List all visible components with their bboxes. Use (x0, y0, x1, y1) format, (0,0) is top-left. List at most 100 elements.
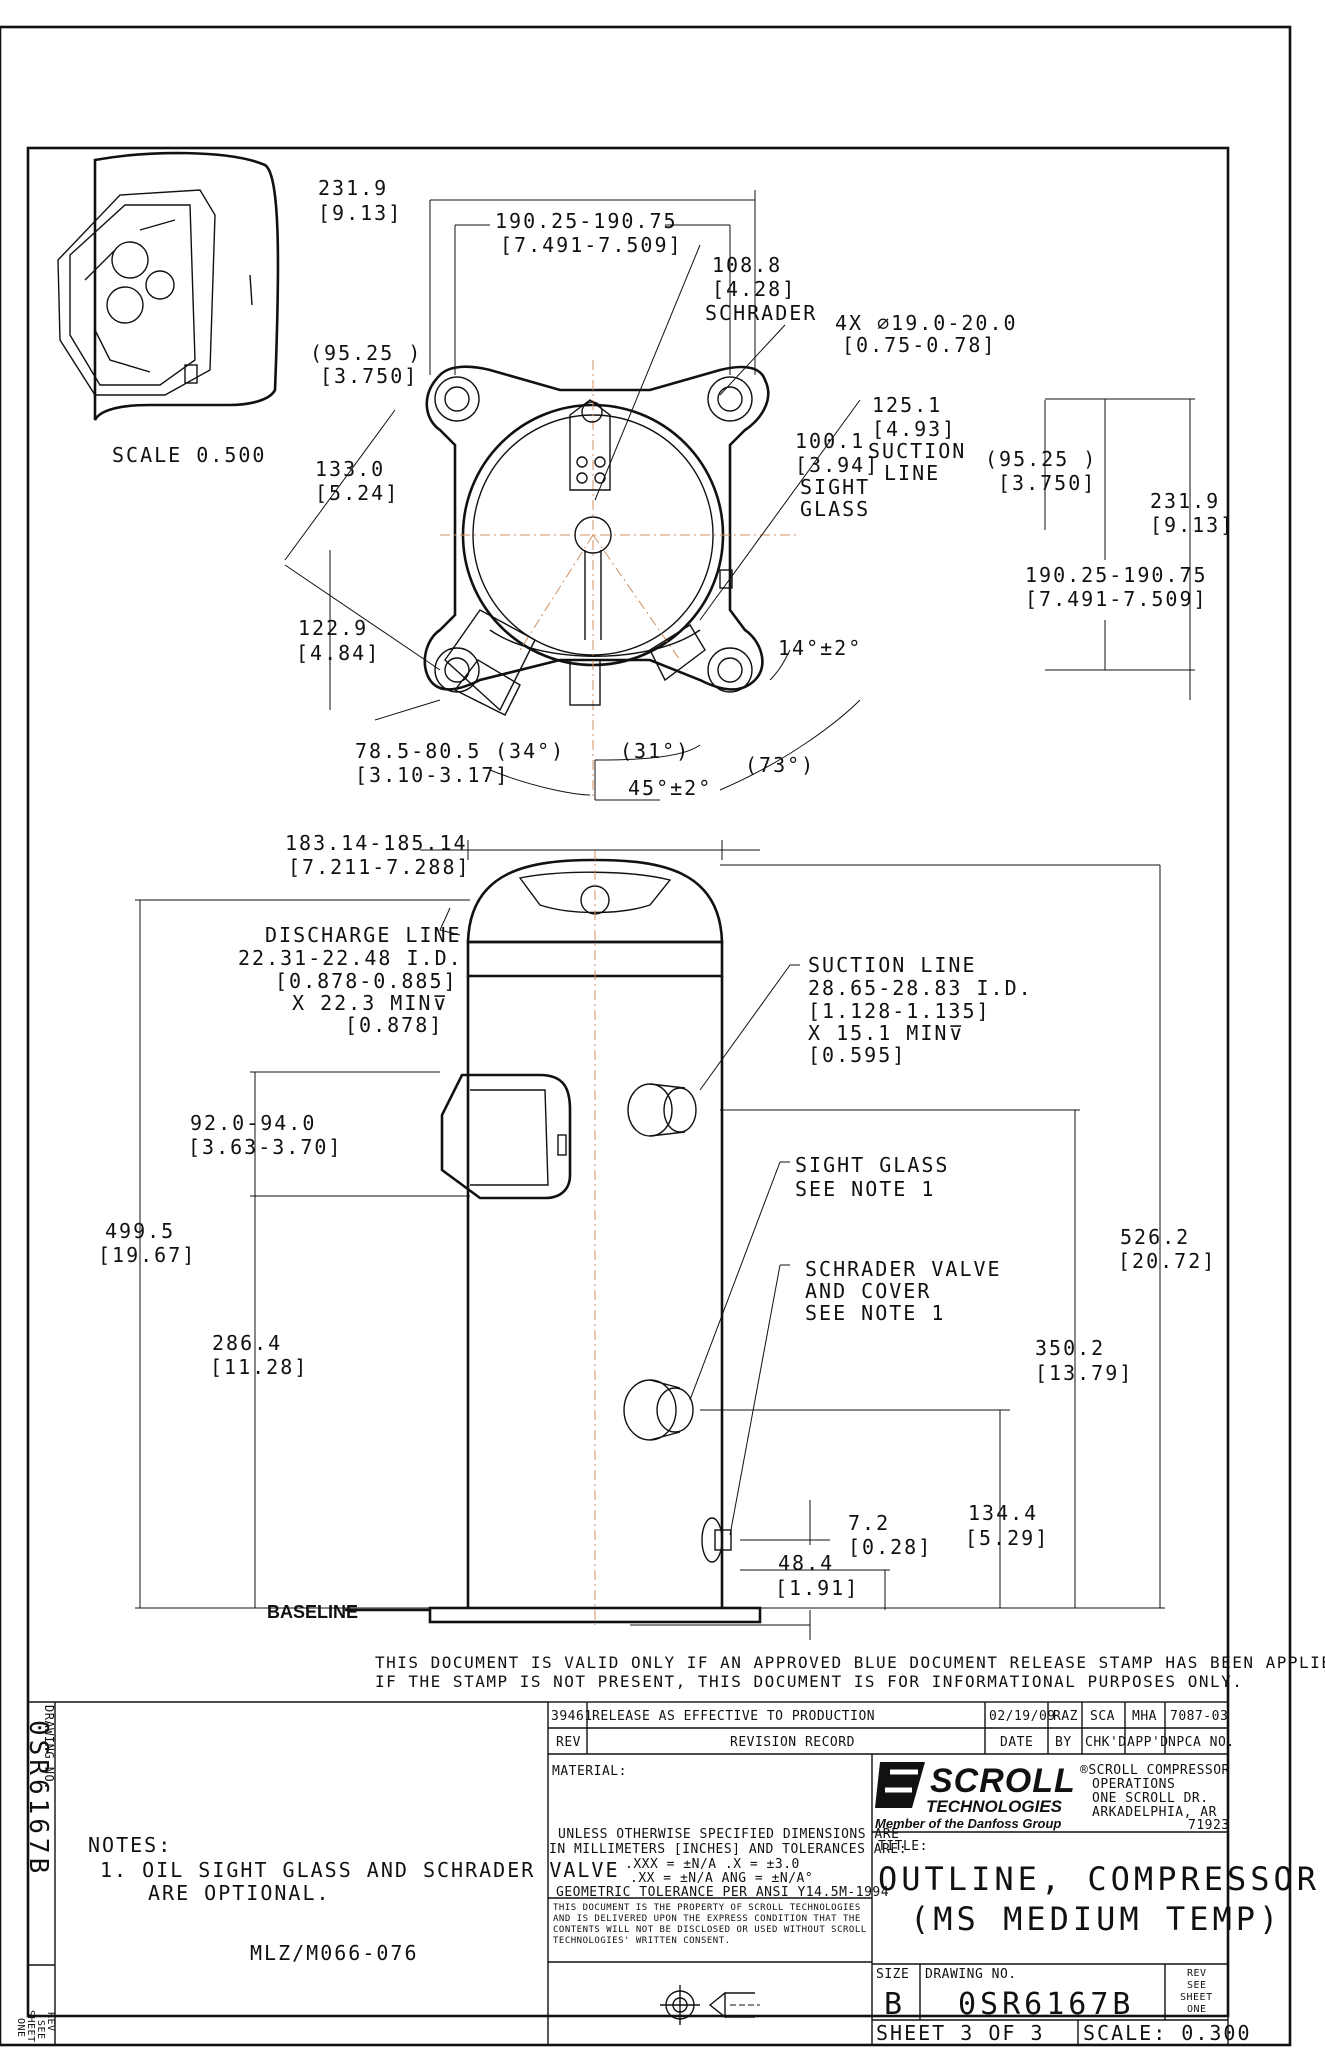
dim-100-1: 100.1 (795, 429, 865, 453)
strip-drawing-no: 0SR6167B (23, 1720, 53, 1877)
rev-by: RAZ (1053, 1709, 1078, 1724)
size-label: SIZE (876, 1967, 909, 1982)
sheet-scale: SCALE: 0.300 (1083, 2021, 1252, 2045)
logo-scroll: SCROLL (930, 1762, 1076, 1800)
dim-suction-min: X 15.1 MIN⊽ (808, 1021, 965, 1045)
dim-suction-in: [1.128-1.135] (808, 999, 991, 1023)
dim-78-5: 78.5-80.5 (355, 739, 481, 763)
dim-20-72: [20.72] (1118, 1249, 1216, 1273)
dim-122-9: 122.9 (298, 616, 368, 640)
dim-3-750-left: [3.750] (320, 364, 418, 388)
dim-31-deg: (31°) (620, 739, 690, 763)
notes-reference: MLZ/M066-076 (250, 1941, 419, 1965)
dim-3-750-right: [3.750] (998, 471, 1096, 495)
note-1-line-1: 1. OIL SIGHT GLASS AND SCHRADER VALVE (100, 1858, 620, 1882)
dim-7-491-top: [7.491-7.509] (500, 233, 683, 257)
dim-3-10: [3.10-3.17] (355, 763, 509, 787)
title-area: TITLE: OUTLINE, COMPRESSOR (MS MEDIUM TE… (876, 1839, 1320, 2045)
top-view (423, 360, 800, 800)
thumbnail-scale: SCALE 0.500 (112, 443, 266, 467)
strip-one: ONE (15, 2018, 26, 2038)
hdr-by: BY (1055, 1735, 1072, 1750)
logo-tagline: Member of the Danfoss Group (875, 1816, 1061, 1831)
dim-7-211: [7.211-7.288] (288, 855, 471, 879)
label-line-top: LINE (884, 461, 940, 485)
title-block (547, 1701, 1229, 2046)
dwg-no-label: DRAWING NO. (925, 1967, 1017, 1982)
hdr-date: DATE (1000, 1735, 1033, 1750)
sheet-number: SHEET 3 OF 3 (876, 2021, 1045, 2045)
dim-suction-min-in: [0.595] (808, 1043, 906, 1067)
dim-125-1: 125.1 (872, 393, 942, 417)
tolerance-line-5: GEOMETRIC TOLERANCE PER ANSI Y14.5M-1994 (556, 1885, 889, 1900)
dim-286-4: 286.4 (212, 1331, 282, 1355)
dim-73-deg: (73°) (745, 753, 815, 777)
drawing-number-strip: DRAWING NO. 0SR6167B REV SEE SHEET ONE (15, 1701, 548, 2045)
dim-discharge-in: [0.878-0.885] (275, 969, 458, 993)
dim-discharge-min: X 22.3 MIN⊽ (292, 991, 449, 1015)
title-label: TITLE: (878, 1839, 928, 1854)
dwg-no-value: 0SR6167B (958, 1987, 1135, 2022)
label-baseline: BASELINE (267, 1602, 358, 1622)
validity-line-1: THIS DOCUMENT IS VALID ONLY IF AN APPROV… (375, 1653, 1325, 1672)
tb-rev: REV (1187, 1968, 1207, 1979)
rev-description: RELEASE AS EFFECTIVE TO PRODUCTION (592, 1709, 875, 1724)
dim-13-79: [13.79] (1035, 1361, 1133, 1385)
dim-discharge-id: 22.31-22.48 I.D. (238, 946, 463, 970)
label-sight-note: SEE NOTE 1 (795, 1177, 935, 1201)
rev-npca: 7087-03 (1170, 1709, 1228, 1724)
address-line-3: ONE SCROLL DR. (1092, 1791, 1209, 1806)
strip-see: SEE (35, 2020, 46, 2040)
side-view (428, 850, 762, 1625)
dim-9-13-right: [9.13] (1150, 513, 1234, 537)
dim-499-5: 499.5 (105, 1219, 175, 1243)
tolerance-block: UNLESS OTHERWISE SPECIFIED DIMENSIONS AR… (549, 1827, 907, 2025)
label-suction-top: SUCTION (868, 439, 966, 463)
label-sight-top: SIGHT (800, 475, 870, 499)
logo-technologies: TECHNOLOGIES (926, 1797, 1063, 1816)
company-logo: SCROLL TECHNOLOGIES Member of the Danfos… (875, 1762, 1230, 1833)
tolerance-line-3: .XXX = ±N/A .X = ±3.0 (625, 1857, 800, 1872)
revision-record: 39461 RELEASE AS EFFECTIVE TO PRODUCTION… (551, 1709, 1235, 1779)
dim-9-13-left: [9.13] (318, 201, 402, 225)
dim-45-deg: 45°±2° (628, 776, 712, 800)
dim-7-491-right: [7.491-7.509] (1025, 587, 1208, 611)
side-view-dims (135, 840, 1165, 1640)
dim-526-2: 526.2 (1120, 1225, 1190, 1249)
dim-133-0: 133.0 (315, 457, 385, 481)
rev-date: 02/19/09 (989, 1709, 1056, 1724)
hdr-npca: NPCA NO. (1168, 1735, 1235, 1750)
top-view-labels: 231.9 [9.13] 190.25-190.75 [7.491-7.509]… (296, 176, 1234, 800)
property-line-2: AND IS DELIVERED UPON THE EXPRESS CONDIT… (553, 1914, 861, 1924)
dim-5-29: [5.29] (965, 1526, 1049, 1550)
dim-19-67: [19.67] (98, 1243, 196, 1267)
dim-134-4: 134.4 (968, 1501, 1038, 1525)
dim-350-2: 350.2 (1035, 1336, 1105, 1360)
rev-app: MHA (1132, 1709, 1157, 1724)
dim-34-deg: (34°) (495, 739, 565, 763)
title-line-1: OUTLINE, COMPRESSOR (878, 1860, 1320, 1898)
tb-one: ONE (1187, 2004, 1207, 2015)
dim-4-28: [4.28] (712, 277, 796, 301)
label-schrader-valve: SCHRADER VALVE (805, 1257, 1002, 1281)
dim-14-deg: 14°±2° (778, 636, 862, 660)
drawing-frame (26, 146, 1230, 2018)
dim-231-9-left: 231.9 (318, 176, 388, 200)
label-suction-line: SUCTION LINE (808, 953, 977, 977)
dim-11-28: [11.28] (210, 1355, 308, 1379)
dim-7-2: 7.2 (848, 1511, 890, 1535)
dim-231-9-right: 231.9 (1150, 489, 1220, 513)
label-schrader-note: SEE NOTE 1 (805, 1301, 945, 1325)
side-view-labels: 183.14-185.14 [7.211-7.288] DISCHARGE LI… (98, 831, 1216, 1622)
address-line-1: ®SCROLL COMPRESSOR (1080, 1763, 1230, 1778)
dim-190-top: 190.25-190.75 (495, 209, 678, 233)
property-line-4: TECHNOLOGIES' WRITTEN CONSENT. (553, 1936, 731, 1946)
terminal-box-thumbnail (57, 151, 280, 421)
dim-95-25-left: (95.25 ) (310, 341, 422, 365)
validity-line-2: IF THE STAMP IS NOT PRESENT, THIS DOCUME… (375, 1672, 1243, 1691)
strip-drawing-no-label: DRAWING NO. (42, 1705, 56, 1790)
hdr-revision-record: REVISION RECORD (730, 1735, 855, 1750)
dim-4-84: [4.84] (296, 641, 380, 665)
dim-1-91: [1.91] (775, 1576, 859, 1600)
